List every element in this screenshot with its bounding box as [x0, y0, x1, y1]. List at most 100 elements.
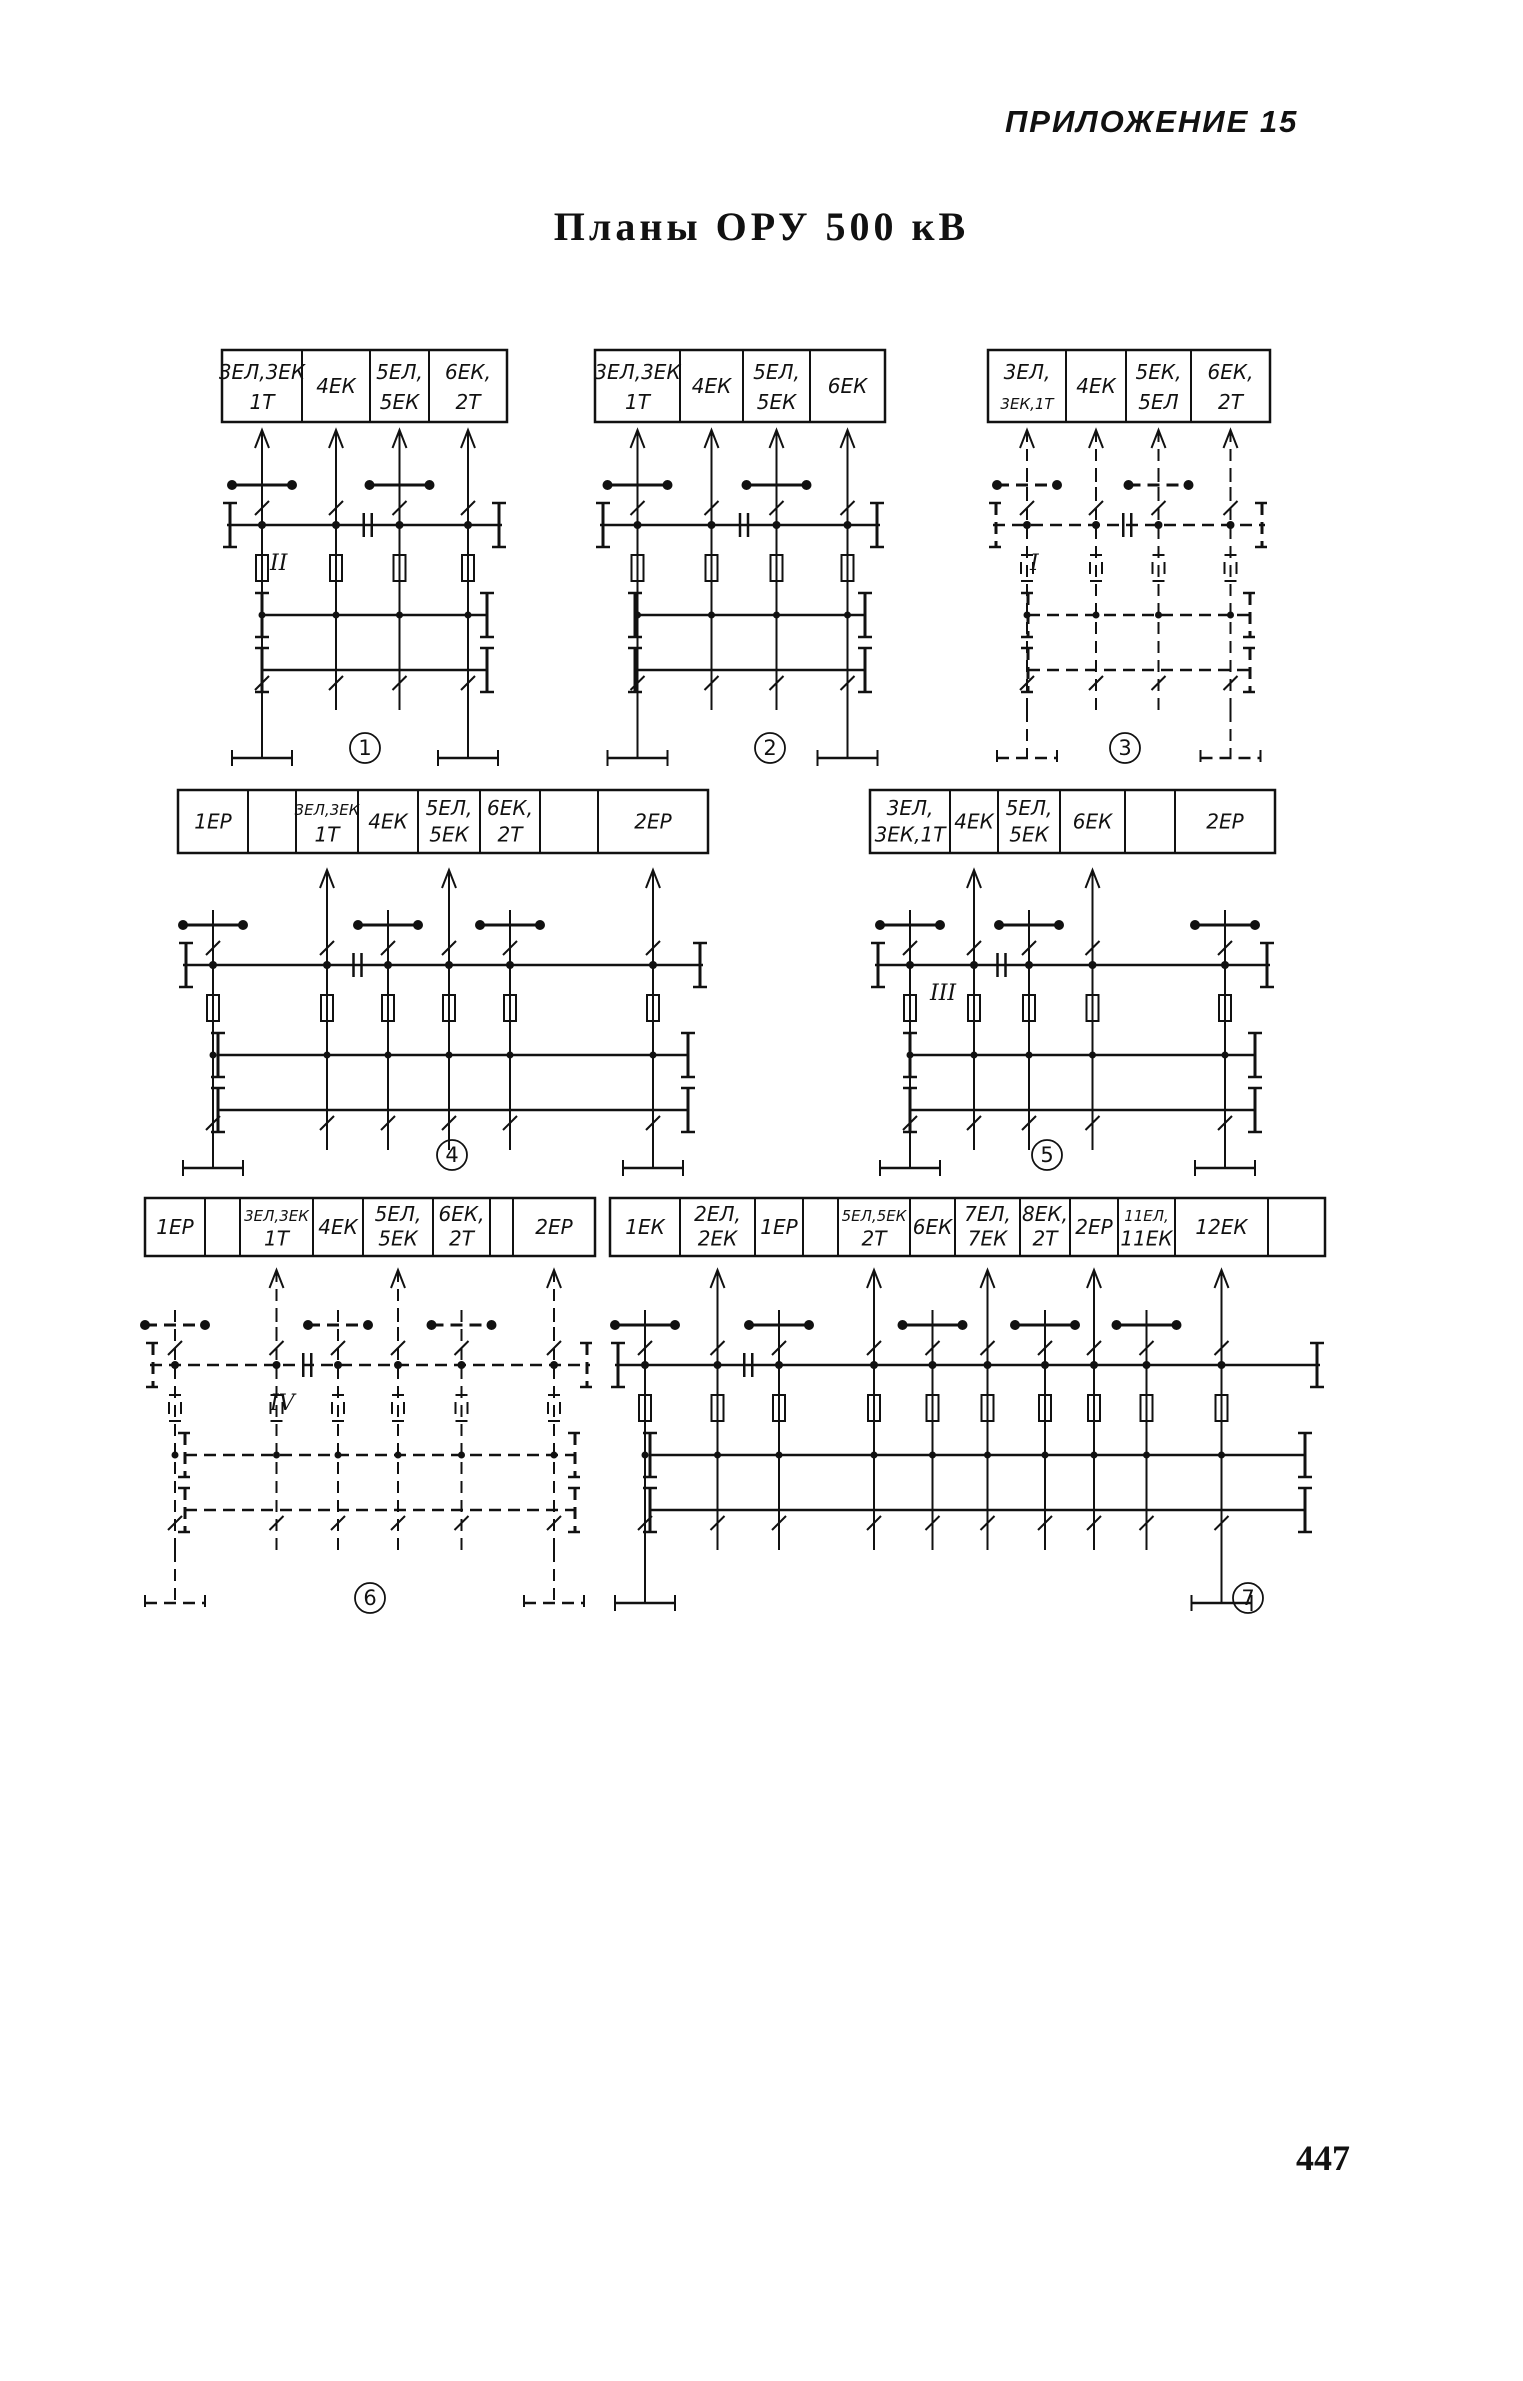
arrow-icon	[1213, 1267, 1230, 1289]
breaker	[1020, 554, 1034, 582]
switch-tick	[453, 1340, 470, 1356]
arrow-icon	[319, 867, 335, 889]
terminal-dot	[1054, 920, 1064, 930]
node-dot	[209, 1051, 217, 1059]
header-cell-label: 3ЕЛ,3ЕК	[244, 1207, 310, 1225]
switch-tick	[502, 1115, 518, 1131]
breaker	[454, 1394, 469, 1422]
node-dot	[1088, 961, 1097, 969]
terminal-dot	[178, 920, 188, 930]
header-cell-label: 5ЕЛ,	[375, 1202, 422, 1226]
terminal-dot	[992, 480, 1002, 490]
node-dot	[843, 521, 852, 529]
terminal-dot	[200, 1320, 210, 1330]
node-dot	[258, 611, 266, 619]
switch-tick	[205, 1115, 221, 1131]
switch-tick	[390, 1515, 406, 1531]
plan-number-circle	[1232, 1582, 1264, 1614]
switch-tick	[645, 940, 661, 956]
header-cell-label: 2Т	[1033, 1227, 1060, 1251]
terminal-dot	[1010, 1320, 1020, 1330]
header-cell-label: 3ЕК,1Т	[875, 823, 948, 847]
switch-tick	[637, 1515, 653, 1531]
node-dot	[1142, 1361, 1151, 1369]
switch-tick	[1213, 1515, 1230, 1531]
header-box	[608, 1196, 1327, 1258]
breaker	[392, 554, 407, 582]
plan-number-circle	[1109, 732, 1141, 764]
header-cell-label: 5ЕЛ,	[376, 360, 423, 384]
switch-tick	[645, 1115, 661, 1131]
switch-tick	[866, 1515, 882, 1531]
breaker	[206, 994, 220, 1022]
node-dot	[773, 611, 780, 619]
switch-tick	[1222, 675, 1239, 691]
plan-number: 1	[358, 736, 371, 760]
breaker	[391, 1394, 405, 1422]
terminal-dot	[670, 1320, 680, 1330]
switch-tick	[460, 675, 476, 691]
node-dot	[384, 1051, 392, 1059]
breaker	[967, 994, 981, 1022]
switch-tick	[1086, 1515, 1102, 1531]
header-cell-label: 3ЕЛ,3ЕК	[219, 360, 306, 384]
header-cell-label: 6ЕК	[913, 1215, 953, 1239]
node-dot	[506, 1051, 514, 1059]
node-dot	[1227, 611, 1234, 619]
plan-number: 4	[445, 1143, 458, 1167]
breaker	[704, 554, 719, 582]
arrow-icon	[460, 427, 476, 449]
switch-tick	[319, 940, 335, 956]
terminal-dot	[363, 1320, 373, 1330]
node-dot	[323, 1051, 331, 1059]
node-dot	[171, 1451, 179, 1459]
node-dot	[445, 961, 453, 969]
switch-tick	[1217, 1115, 1233, 1131]
header-cell-label: 2ЕЛ,	[694, 1202, 741, 1226]
node-dot	[1221, 1051, 1229, 1059]
node-dot	[906, 1051, 914, 1059]
node-dot	[1218, 1451, 1225, 1459]
terminal-dot	[602, 480, 613, 490]
switch-tick	[924, 1340, 941, 1356]
breaker	[1085, 994, 1100, 1022]
switch-tick	[703, 675, 720, 691]
arrow-icon	[866, 1267, 882, 1289]
switch-tick	[254, 500, 270, 516]
header-cell-label: 4ЕК	[1076, 374, 1116, 398]
node-dot	[464, 521, 472, 529]
breaker	[867, 1394, 881, 1422]
node-dot	[506, 961, 514, 969]
arrow-icon	[441, 867, 457, 889]
header-cell-label: 4ЕК	[316, 374, 356, 398]
roman-numeral-label: III	[929, 981, 957, 1006]
switch-tick	[1084, 1115, 1101, 1131]
header-cell-label: 6ЕК,	[1208, 360, 1254, 384]
node-dot	[1090, 1451, 1098, 1459]
header-cell-label: 5ЕК,	[1136, 360, 1182, 384]
switch-tick	[1037, 1515, 1053, 1531]
arrow-icon	[391, 427, 408, 449]
header-cell-label: 5ЕЛ,	[1006, 796, 1053, 820]
breaker	[320, 994, 334, 1022]
node-dot	[1143, 1451, 1150, 1459]
terminal-dot	[957, 1320, 968, 1330]
arrow-icon	[1150, 427, 1167, 449]
header-cell-label: 6ЕК	[828, 374, 868, 398]
node-dot	[1154, 521, 1163, 529]
breaker	[772, 1394, 786, 1422]
breaker	[646, 994, 660, 1022]
breaker	[638, 1394, 652, 1422]
header-box	[143, 1196, 597, 1258]
roman-numeral-label: II	[269, 551, 289, 576]
header-cell-label: 2Т	[456, 390, 483, 414]
breaker	[1139, 1394, 1154, 1422]
breaker	[840, 554, 855, 582]
node-dot	[171, 1361, 179, 1369]
switch-tick	[629, 500, 646, 516]
switch-tick	[391, 675, 408, 691]
